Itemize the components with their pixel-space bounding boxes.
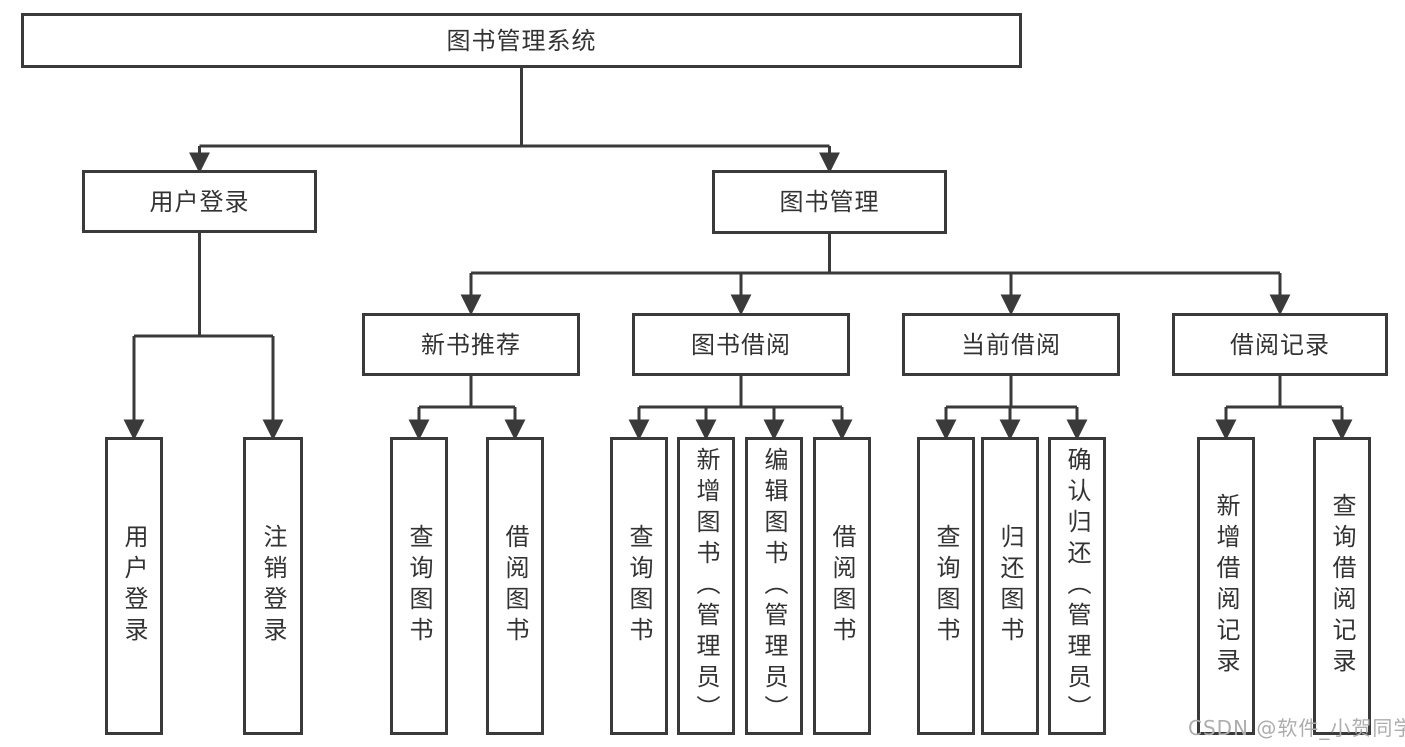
leaf-edit-book-admin: 编辑图书（管理员） [745,437,803,735]
leaf-query-book-3: 查询图书 [917,437,975,735]
arrowhead [935,419,957,441]
leaf-label: 借阅图书 [501,524,529,648]
arrowhead [1331,419,1353,441]
leaf-query-book-1: 查询图书 [390,437,448,735]
arrowhead [999,419,1021,441]
leaf-query-borrow-record: 查询借阅记录 [1313,437,1371,735]
arrowhead [730,294,752,316]
leaf-label: 确认归还（管理员） [1063,446,1091,726]
arrowhead [695,419,717,441]
leaf-label: 借阅图书 [828,524,856,648]
node-borrow-record: 借阅记录 [1172,313,1388,376]
arrowhead [1066,419,1088,441]
arrowhead [628,419,650,441]
leaf-label: 查询图书 [932,524,960,648]
leaf-label: 查询图书 [405,524,433,648]
arrowhead [819,152,840,174]
arrowhead [262,419,284,441]
csdn-watermark: CSDN @软件_小贺同学 [1188,716,1405,740]
node-user-login: 用户登录 [82,170,317,233]
leaf-label: 查询图书 [625,524,653,648]
leaf-label: 用户登录 [120,524,148,648]
arrowhead [408,419,430,441]
arrowhead [1269,294,1291,316]
arrowhead [1215,419,1237,441]
arrowhead [763,419,785,441]
leaf-confirm-return-admin: 确认归还（管理员） [1048,437,1106,735]
node-book-borrow: 图书借阅 [632,313,850,376]
leaf-add-borrow-record: 新增借阅记录 [1197,437,1255,735]
node-new-book-recommend: 新书推荐 [362,313,580,376]
leaf-user-login: 用户登录 [105,437,163,735]
arrowhead [831,419,853,441]
leaf-label: 注销登录 [259,524,287,648]
leaf-query-book-2: 查询图书 [610,437,668,735]
leaf-borrow-book-2: 借阅图书 [813,437,871,735]
leaf-label: 新增借阅记录 [1212,493,1240,679]
node-book-management: 图书管理 [712,170,947,234]
leaf-logout: 注销登录 [243,437,303,735]
arrowhead [189,152,210,174]
leaf-label: 查询借阅记录 [1328,493,1356,679]
node-root: 图书管理系统 [21,13,1022,68]
arrowhead [460,294,482,316]
leaf-label: 归还图书 [996,524,1024,648]
leaf-return-book: 归还图书 [981,437,1039,735]
node-current-borrow: 当前借阅 [902,313,1120,376]
leaf-label: 编辑图书（管理员） [760,446,788,726]
leaf-add-book-admin: 新增图书（管理员） [677,437,735,735]
arrowhead [1000,294,1022,316]
arrowhead [123,419,145,441]
arrowhead [504,419,526,441]
leaf-label: 新增图书（管理员） [692,446,720,726]
leaf-borrow-book-1: 借阅图书 [486,437,544,735]
